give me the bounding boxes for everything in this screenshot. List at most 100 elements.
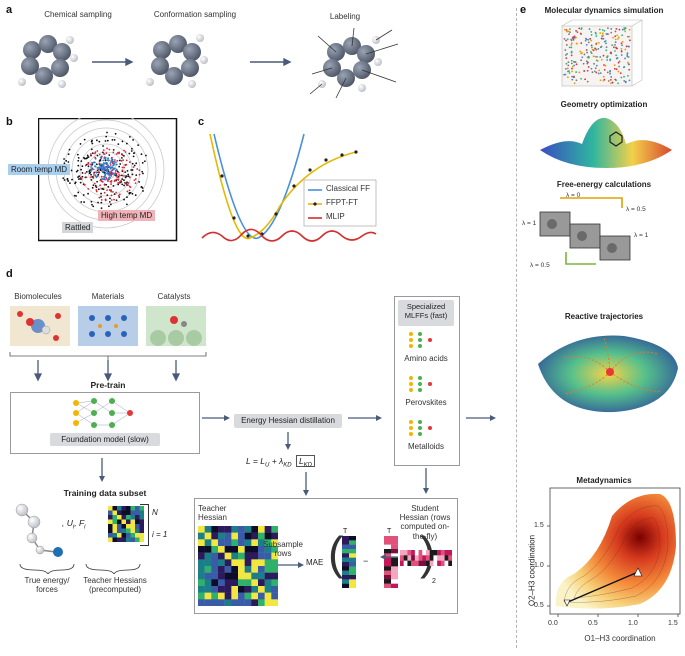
- scatter-point: [106, 159, 109, 162]
- md-atom: [586, 80, 589, 83]
- heatmap-cell: [198, 526, 205, 533]
- panel-c-letter: c: [198, 116, 205, 128]
- md-atom: [566, 70, 569, 73]
- arrow-to-panel-e: [466, 415, 496, 421]
- md-atom: [618, 60, 621, 63]
- scatter-point: [99, 179, 102, 182]
- scatter-point: [131, 173, 134, 176]
- heatmap-cell: [121, 506, 127, 511]
- md-atom: [599, 72, 602, 75]
- scatter-point: [132, 155, 135, 158]
- geometry-title: Geometry optimization: [560, 100, 648, 109]
- scatter-point: [83, 184, 86, 186]
- strip-cell: [391, 575, 398, 580]
- scatter-point: [121, 166, 124, 169]
- strip-cell: [426, 555, 430, 561]
- heatmap-cell: [204, 579, 212, 587]
- heatmap-cell: [198, 572, 205, 580]
- scatter-point: [119, 163, 122, 165]
- heatmap-cell: [108, 510, 113, 516]
- strip-cell: [384, 575, 392, 580]
- heatmap-cell: [238, 559, 245, 567]
- heatmap-cell: [271, 546, 278, 553]
- scatter-point: [104, 156, 107, 159]
- strip-cell: [426, 560, 430, 566]
- heatmap-cell: [251, 532, 259, 540]
- heatmap-cell: [224, 572, 232, 580]
- heatmap-cell: [126, 528, 131, 534]
- scatter-point: [101, 166, 104, 168]
- heatmap-cell: [211, 552, 219, 560]
- md-atom: [622, 66, 625, 69]
- md-atom: [590, 44, 593, 47]
- scatter-point: [98, 168, 101, 171]
- scatter-point: [128, 176, 131, 179]
- scatter-point: [92, 205, 95, 208]
- scatter-point: [121, 169, 124, 172]
- scatter-point: [97, 188, 100, 191]
- heatmap-cell: [251, 552, 259, 560]
- md-atom: [599, 46, 602, 49]
- heatmap-cell: [126, 515, 131, 520]
- md-atom: [624, 81, 627, 84]
- heatmap-cell: [224, 599, 232, 606]
- scatter-point: [80, 160, 83, 163]
- md-atom: [588, 28, 591, 30]
- input-materials: Materials: [91, 292, 125, 301]
- meta-ytick-2: 1.5: [534, 522, 544, 529]
- scatter-point: [106, 169, 109, 172]
- heatmap-cell: [264, 599, 272, 606]
- heatmap-cell: [244, 546, 252, 553]
- scatter-point: [118, 193, 121, 196]
- scatter-point: [76, 169, 79, 172]
- scatter-point: [114, 132, 117, 135]
- scatter-point: [79, 143, 82, 145]
- arrow-to-mae: [278, 562, 304, 568]
- heatmap-cell: [211, 546, 219, 553]
- md-atom: [628, 35, 631, 38]
- md-atom: [606, 55, 609, 58]
- scatter-point: [98, 140, 101, 143]
- heatmap-cell: [204, 599, 212, 606]
- md-atom: [571, 75, 574, 78]
- arrow-to-loss: [285, 432, 291, 450]
- foundation-network-icon: [73, 398, 133, 428]
- strip-cell: [342, 570, 350, 576]
- scatter-point: [100, 187, 103, 190]
- md-atom: [568, 72, 571, 74]
- heatmap-cell: [135, 537, 140, 542]
- heatmap-cell: [198, 532, 205, 540]
- md-atom: [570, 62, 573, 65]
- strip-cell: [349, 536, 356, 541]
- heatmap-cell: [258, 579, 265, 587]
- scatter-point: [96, 150, 99, 152]
- scatter-point: [110, 183, 112, 185]
- md-atom: [616, 37, 619, 40]
- md-atom: [628, 28, 631, 31]
- md-atom: [600, 37, 603, 40]
- ffpt-ft-curve: [209, 133, 357, 240]
- md-atom: [602, 79, 605, 82]
- scatter-point: [105, 177, 108, 180]
- heatmap-cell: [244, 579, 252, 587]
- input-biomolecules: Biomolecules: [14, 292, 62, 301]
- strip-cell: [400, 555, 404, 561]
- scatter-point: [121, 154, 124, 156]
- md-atom: [614, 30, 617, 33]
- heatmap-cell: [108, 515, 113, 520]
- md-atom: [627, 56, 630, 58]
- scatter-point: [110, 199, 113, 201]
- md-atom: [587, 41, 590, 44]
- loss-box-sub: KD: [303, 462, 313, 469]
- heatmap-cell: [135, 524, 140, 529]
- scatter-point: [79, 181, 82, 184]
- strip-cell: [433, 550, 438, 556]
- arrow-to-specialized: [348, 415, 382, 421]
- md-atom: [598, 42, 600, 44]
- scatter-point: [123, 166, 126, 169]
- md-atom: [627, 74, 629, 77]
- loss-sub-u: U: [265, 462, 270, 469]
- strip-cell: [342, 553, 350, 558]
- heatmap-cell: [211, 539, 219, 547]
- scatter-point: [87, 163, 90, 165]
